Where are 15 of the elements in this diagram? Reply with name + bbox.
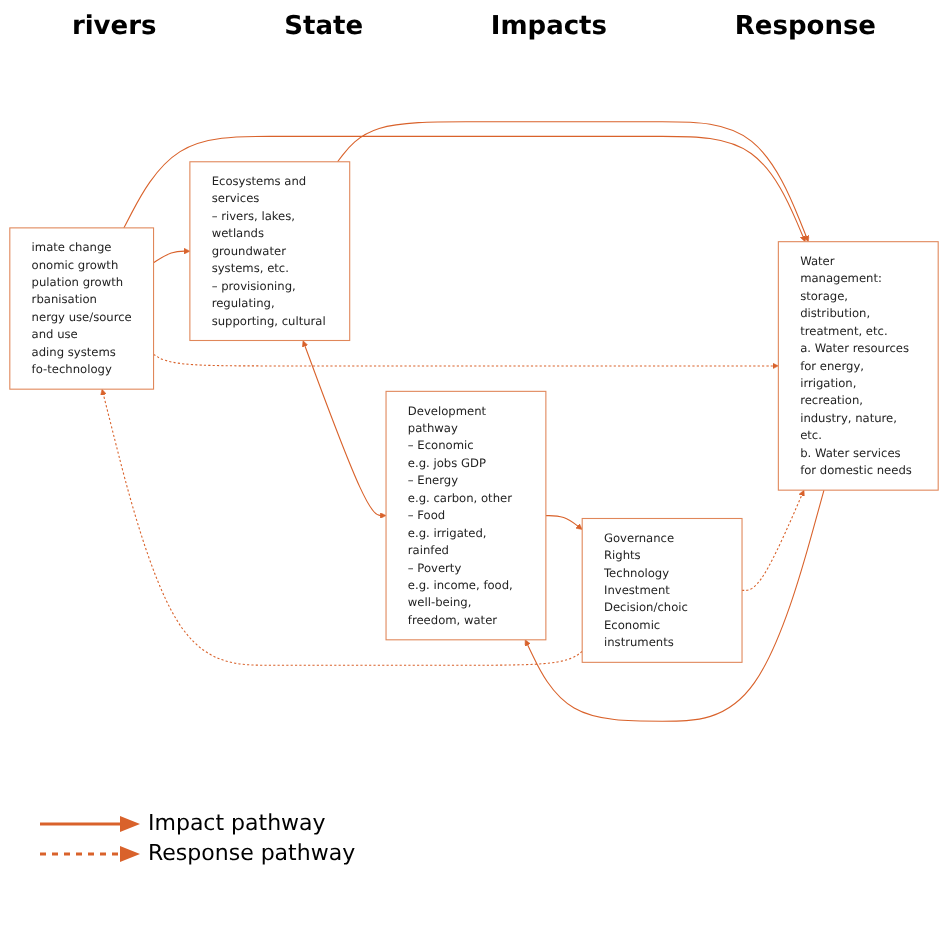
arrow xyxy=(153,354,779,370)
column-heading: Impacts xyxy=(490,12,608,42)
arrow xyxy=(741,490,805,592)
arrow xyxy=(524,490,825,723)
arrow xyxy=(545,515,583,531)
column-heading: rivers xyxy=(71,12,157,42)
arrow xyxy=(337,121,810,243)
arrow xyxy=(123,136,806,243)
arrow xyxy=(153,248,191,264)
column-heading: State xyxy=(284,12,364,42)
arrow xyxy=(100,389,583,667)
legend-label: Response pathway xyxy=(148,840,356,866)
legend-label: Impact pathway xyxy=(148,810,326,836)
column-heading: Response xyxy=(734,12,877,42)
arrow xyxy=(302,341,387,520)
